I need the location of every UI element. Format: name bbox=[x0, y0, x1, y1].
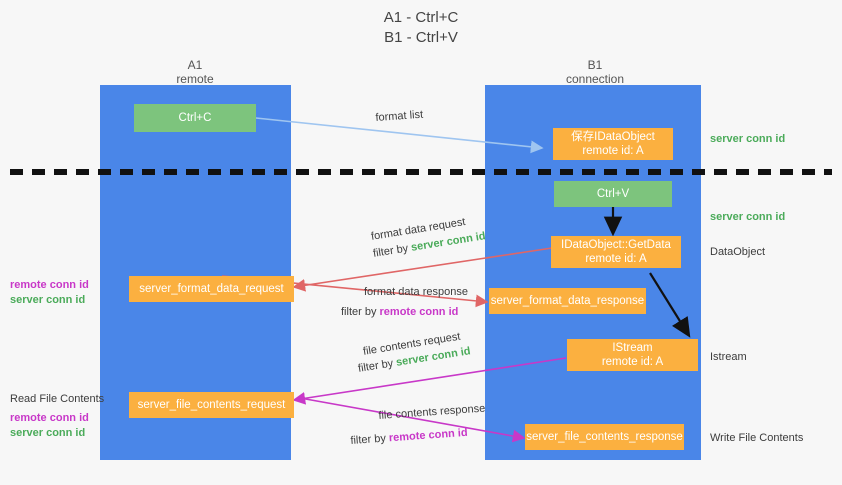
label-file-contents-response-text: file contents response bbox=[378, 402, 486, 422]
left-label-conn-ids-1: remote conn id server conn id bbox=[10, 278, 89, 308]
column-header-a1-name: A1 bbox=[187, 58, 203, 72]
filter-prefix: filter by bbox=[341, 306, 380, 318]
label-format-data-response-text: format data response bbox=[364, 286, 468, 298]
box-save-idataobject[interactable]: 保存IDataObject remote id: A bbox=[553, 128, 673, 160]
box-ctrl-v-label: Ctrl+V bbox=[596, 188, 630, 200]
label-file-contents-response-filter: filter by remote conn id bbox=[350, 426, 468, 449]
filter-prefix: filter by bbox=[350, 432, 390, 447]
left-label-server-conn-id-2: server conn id bbox=[10, 427, 86, 439]
label-format-list: format list bbox=[375, 108, 424, 126]
column-header-a1: A1 remote bbox=[130, 58, 260, 86]
left-label-read-file-contents: Read File Contents bbox=[10, 392, 104, 407]
filter-key-remote-conn-id: remote conn id bbox=[379, 306, 459, 318]
box-idataobject-getdata-line2: remote id: A bbox=[585, 253, 647, 265]
box-server-format-data-request[interactable]: server_format_data_request bbox=[129, 276, 294, 302]
diagram-title: A1 - Ctrl+C B1 - Ctrl+V bbox=[0, 8, 842, 48]
right-label-write-file-contents-text: Write File Contents bbox=[710, 432, 804, 444]
right-label-istream: Istream bbox=[710, 350, 747, 365]
box-save-idataobject-line2: remote id: A bbox=[582, 145, 644, 157]
column-header-b1-name: B1 bbox=[587, 58, 603, 72]
left-label-remote-conn-id-1: remote conn id bbox=[10, 279, 89, 291]
box-istream-line2: remote id: A bbox=[601, 356, 664, 368]
right-label-server-conn-id-top: server conn id bbox=[710, 132, 785, 147]
left-label-read-file-contents-text: Read File Contents bbox=[10, 393, 105, 405]
box-server-file-contents-request-label: server_file_contents_request bbox=[137, 399, 286, 411]
left-label-remote-conn-id-2: remote conn id bbox=[10, 412, 89, 424]
box-server-file-contents-request[interactable]: server_file_contents_request bbox=[129, 392, 294, 418]
box-server-format-data-response[interactable]: server_format_data_response bbox=[489, 288, 646, 314]
box-server-format-data-response-label: server_format_data_response bbox=[490, 295, 645, 307]
box-server-format-data-request-label: server_format_data_request bbox=[139, 283, 284, 295]
box-server-file-contents-response[interactable]: server_file_contents_response bbox=[525, 424, 684, 450]
box-save-idataobject-line1: 保存IDataObject bbox=[571, 131, 655, 143]
box-istream-line1: IStream bbox=[612, 342, 653, 354]
right-label-dataobject: DataObject bbox=[710, 245, 765, 260]
label-file-contents-response: file contents response bbox=[378, 402, 486, 424]
filter-prefix: filter by bbox=[357, 356, 398, 375]
label-format-data-response-filter: filter by remote conn id bbox=[341, 305, 458, 320]
right-label-write-file-contents: Write File Contents bbox=[710, 431, 803, 446]
diagram-title-line2: B1 - Ctrl+V bbox=[384, 29, 458, 46]
right-label-server-conn-id-top-text: server conn id bbox=[710, 133, 786, 145]
column-header-b1-sub: connection bbox=[565, 72, 625, 86]
filter-key-remote-conn-id: remote conn id bbox=[388, 426, 468, 445]
right-label-server-conn-id-mid: server conn id bbox=[710, 210, 785, 225]
filter-prefix: filter by bbox=[372, 241, 413, 260]
left-label-conn-ids-2: remote conn id server conn id bbox=[10, 411, 89, 441]
label-format-list-text: format list bbox=[375, 108, 424, 124]
label-format-data-response: format data response bbox=[364, 285, 468, 300]
box-ctrl-v[interactable]: Ctrl+V bbox=[554, 181, 672, 207]
box-ctrl-c-label: Ctrl+C bbox=[178, 112, 212, 124]
box-server-file-contents-response-label: server_file_contents_response bbox=[526, 431, 683, 443]
column-header-b1: B1 connection bbox=[530, 58, 660, 86]
box-idataobject-getdata-line1: IDataObject::GetData bbox=[561, 239, 671, 251]
right-label-istream-text: Istream bbox=[710, 351, 747, 363]
right-label-dataobject-text: DataObject bbox=[710, 246, 766, 258]
right-label-server-conn-id-mid-text: server conn id bbox=[710, 211, 786, 223]
left-label-server-conn-id-1: server conn id bbox=[10, 294, 86, 306]
box-istream[interactable]: IStream remote id: A bbox=[567, 339, 698, 371]
box-ctrl-c[interactable]: Ctrl+C bbox=[134, 104, 256, 132]
box-idataobject-getdata[interactable]: IDataObject::GetData remote id: A bbox=[551, 236, 681, 268]
diagram-title-line1: A1 - Ctrl+C bbox=[383, 9, 459, 26]
column-header-a1-sub: remote bbox=[176, 72, 214, 86]
